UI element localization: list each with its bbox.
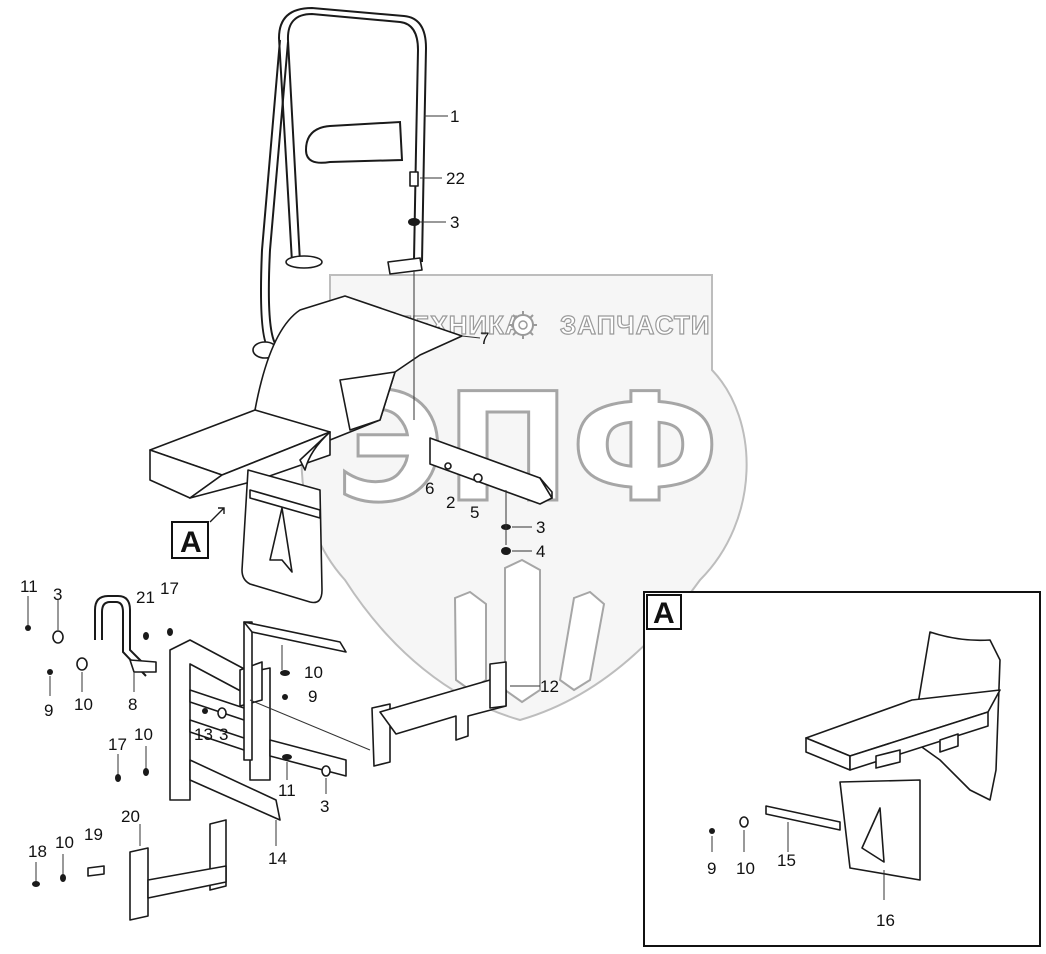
label-part-3-right: 3 — [536, 518, 545, 537]
label-part-14: 14 — [268, 849, 287, 868]
label-part-19: 19 — [84, 825, 103, 844]
gear-icon — [509, 311, 537, 339]
small-handle-part-8 — [94, 595, 157, 677]
washer-3 — [408, 218, 420, 226]
label-part-2: 2 — [446, 493, 455, 512]
label-part-20: 20 — [121, 807, 140, 826]
watermark-right-text: ЗАПЧАСТИ — [560, 310, 711, 340]
label-part-7: 7 — [480, 329, 489, 348]
fender-bracket-right — [429, 437, 553, 505]
label-part-9-inset: 9 — [707, 859, 716, 878]
label-part-21: 21 — [136, 588, 155, 607]
lower-step-part-20 — [129, 819, 227, 921]
label-part-11-left: 11 — [20, 577, 38, 596]
step-frame-part-14 — [169, 621, 347, 821]
label-part-3-left: 3 — [53, 585, 62, 604]
watermark-logo-letters: ЭПФ — [335, 362, 719, 536]
label-part-8: 8 — [128, 695, 137, 714]
label-part-9-center: 9 — [308, 687, 317, 706]
callout-a-inset: A — [653, 597, 675, 630]
label-part-3-top: 3 — [450, 213, 459, 232]
label-part-15: 15 — [777, 851, 796, 870]
label-part-3-frame-right: 3 — [320, 797, 329, 816]
handrail-part-1 — [252, 6, 428, 359]
label-part-11-center: 11 — [278, 781, 296, 800]
label-part-6: 6 — [425, 479, 434, 498]
callout-a-main: A — [171, 507, 225, 559]
label-part-4: 4 — [536, 542, 545, 561]
label-part-22: 22 — [446, 169, 465, 188]
label-part-17-top: 17 — [160, 579, 179, 598]
bracket-part-12 — [371, 661, 507, 767]
label-part-17-bottom: 17 — [108, 735, 127, 754]
label-part-18: 18 — [28, 842, 47, 861]
watermark-wheat — [453, 558, 606, 704]
watermark: ТЕХНИКА ЗАПЧАСТИ ЭПФ — [300, 274, 748, 722]
label-part-3-frame: 3 — [219, 725, 228, 744]
bolt-22 — [409, 171, 419, 187]
label-part-10-center: 10 — [304, 663, 323, 682]
label-part-1: 1 — [450, 107, 459, 126]
label-part-12: 12 — [540, 677, 559, 696]
label-part-10-inset: 10 — [736, 859, 755, 878]
label-part-10-left: 10 — [74, 695, 93, 714]
svg-text:A: A — [180, 526, 202, 559]
label-part-5: 5 — [470, 503, 479, 522]
label-part-10-bottom: 10 — [55, 833, 74, 852]
label-part-10-frame: 10 — [134, 725, 153, 744]
mud-flap — [241, 469, 323, 604]
fender-platform — [149, 295, 463, 499]
label-part-13: 13 — [194, 725, 213, 744]
label-part-16: 16 — [876, 911, 895, 930]
label-part-9-left: 9 — [44, 701, 53, 720]
pin-19 — [87, 865, 105, 877]
inset-view-a: A 9 10 15 16 — [643, 591, 1041, 947]
